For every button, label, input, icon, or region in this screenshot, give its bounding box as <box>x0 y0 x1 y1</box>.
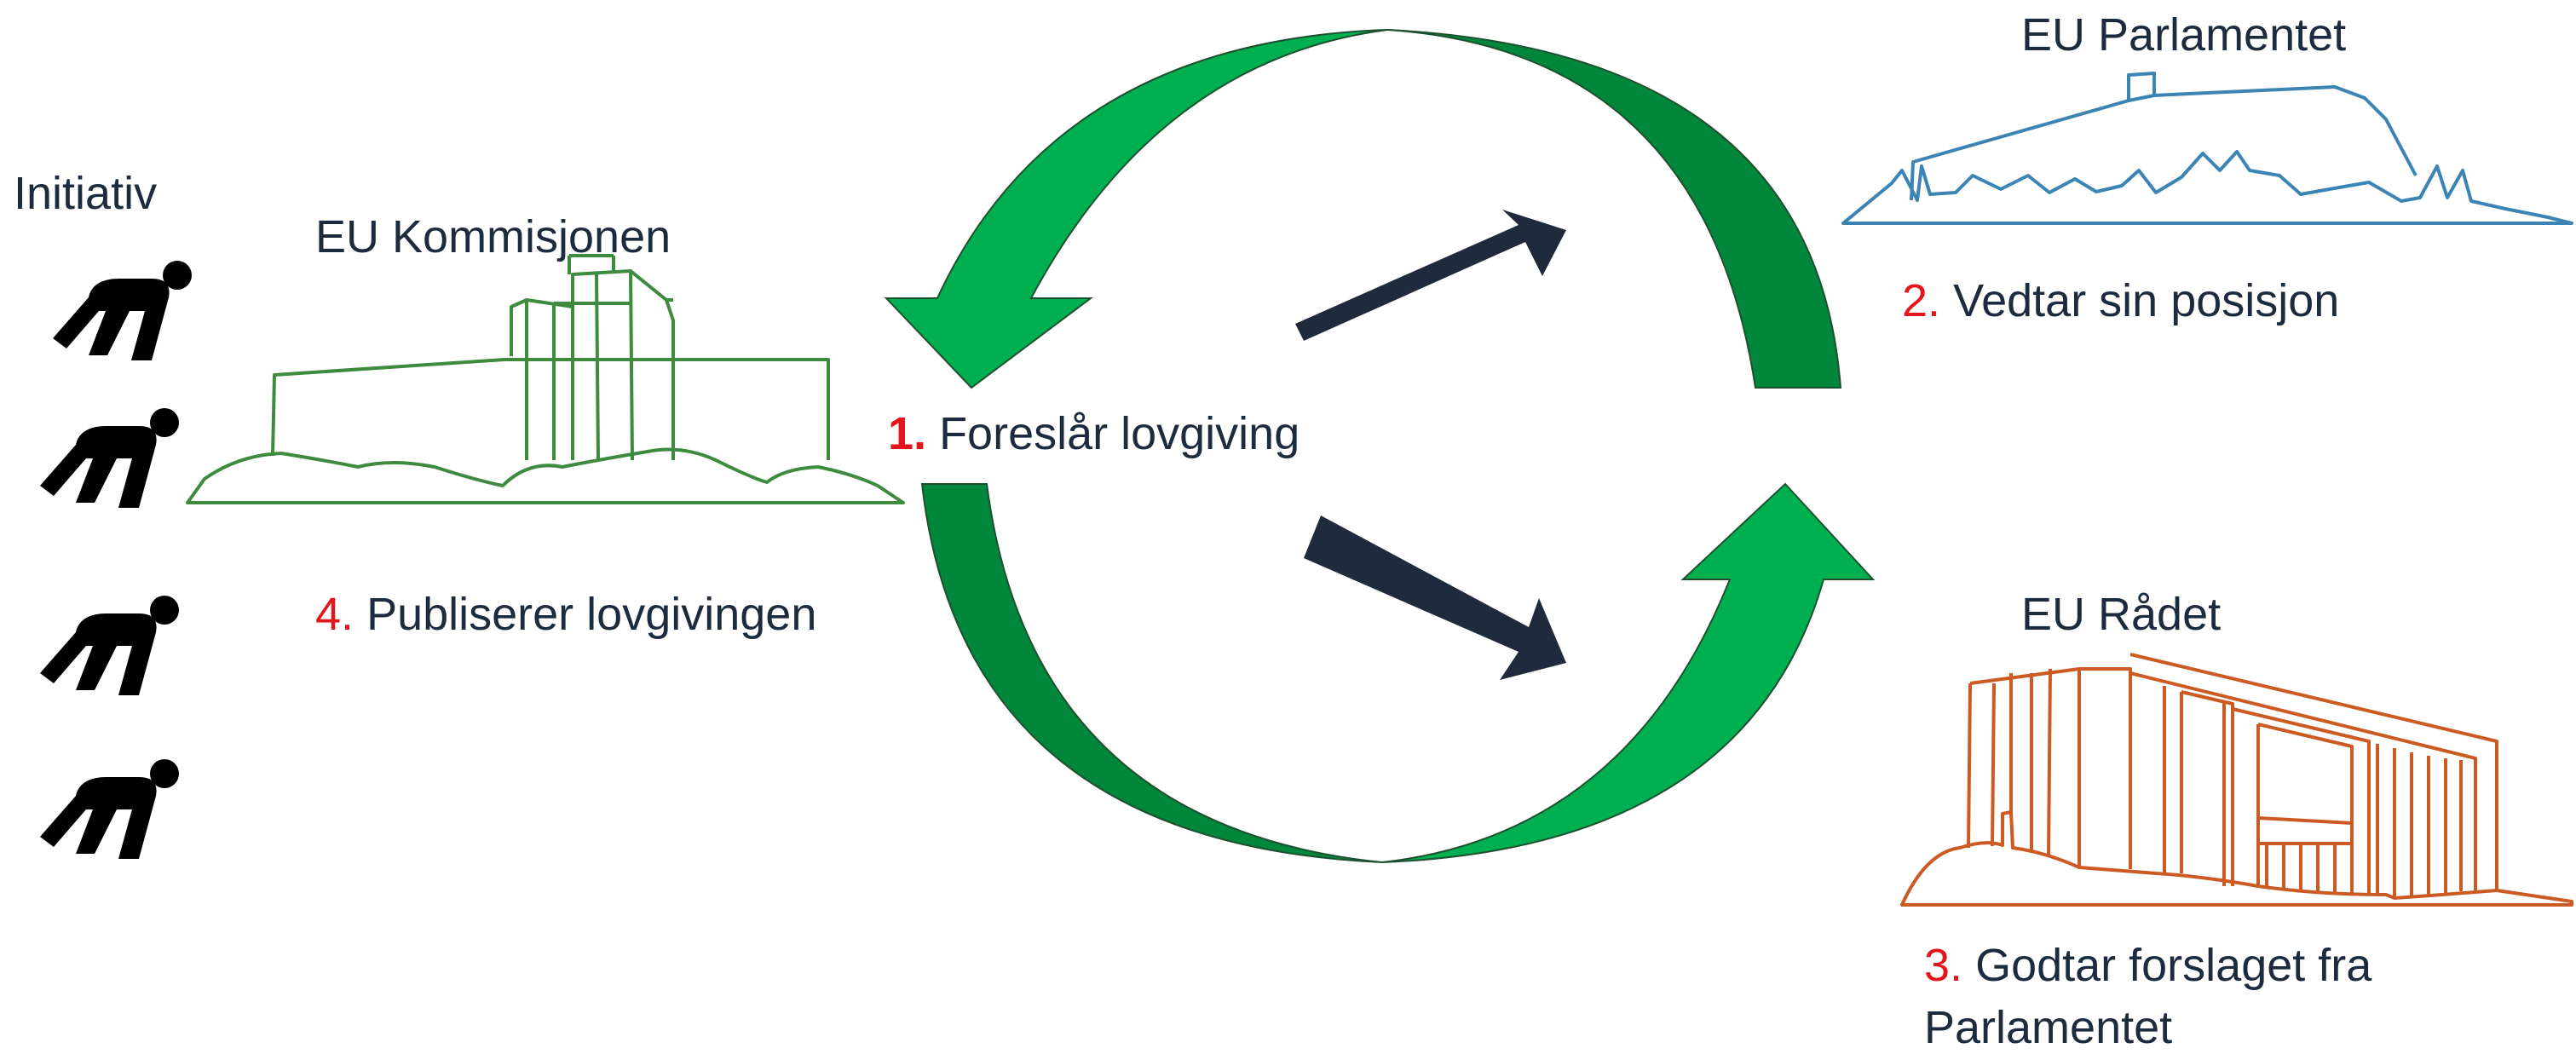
step-4-label: 4. Publiserer lovgivingen <box>315 588 816 641</box>
cycle-arrow-icon <box>1381 482 1876 863</box>
cycle-arrow-icon <box>884 29 1388 389</box>
cycle-arrows <box>884 29 1876 863</box>
council-building-icon <box>1900 653 2573 907</box>
navy-arrows <box>1295 210 1566 680</box>
step-1-label: 1. Foreslår lovgiving <box>888 407 1300 460</box>
runner-icon <box>40 408 179 508</box>
step-3-text: Godtar forslaget fra <box>1975 940 2372 991</box>
dark-arrow-icon <box>1295 210 1566 341</box>
step-1-number: 1. <box>888 408 927 459</box>
dark-arrow-icon <box>1304 515 1566 680</box>
step-3-number: 3. <box>1924 940 1963 991</box>
commission-label: EU Kommisjonen <box>315 211 671 262</box>
step-1-text: Foreslår lovgiving <box>939 408 1300 459</box>
step-4-text: Publiserer lovgivingen <box>366 589 817 640</box>
runner-icons <box>40 261 192 859</box>
parliament-building-icon <box>1841 72 2573 225</box>
step-3-text-line2: Parlamentet <box>1924 1002 2173 1053</box>
runner-icon <box>40 759 179 859</box>
parliament-label: EU Parlamentet <box>2021 9 2347 60</box>
step-2-label: 2. Vedtar sin posisjon <box>1902 274 2339 327</box>
step-4-number: 4. <box>315 589 354 640</box>
council-label: EU Rådet <box>2021 589 2222 640</box>
step-3-label: 3. Godtar forslaget fra <box>1924 939 2371 992</box>
commission-building-icon <box>186 254 905 504</box>
runner-icon <box>53 261 192 360</box>
runner-icon <box>40 596 179 695</box>
step-2-text: Vedtar sin posisjon <box>1953 275 2340 326</box>
initiative-label: Initiativ <box>14 168 158 219</box>
cycle-arrow-icon <box>1386 29 1842 389</box>
cycle-arrow-icon <box>920 483 1383 863</box>
step-2-number: 2. <box>1902 275 1941 326</box>
